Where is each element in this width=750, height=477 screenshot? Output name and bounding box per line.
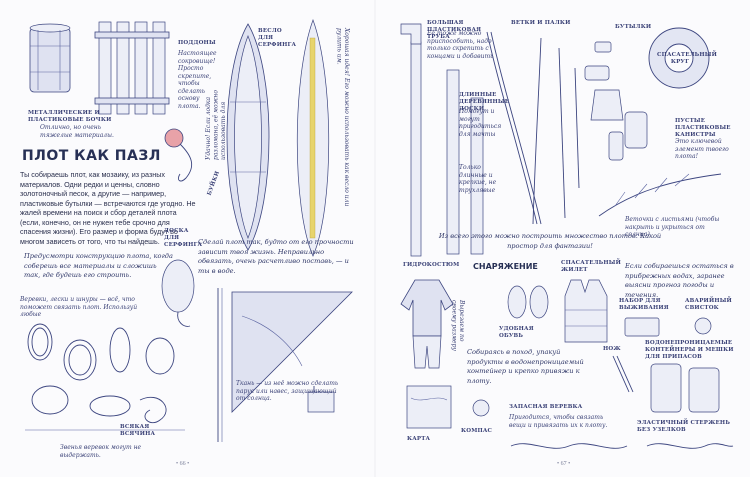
pallet-note: Настоящее сокровище! Просто скрепите, чт… [178, 50, 217, 110]
wetsuit-caption: Гидрокостюм [403, 262, 460, 268]
rope-bottom-illustration [510, 443, 628, 449]
boards-note: Только длинные и крепкие, не трухлявые [459, 164, 497, 194]
bottles-caption: Бутылки [615, 24, 652, 30]
knife-illustration [612, 355, 634, 393]
page-heading: ПЛОТ КАК ПАЗЛ [22, 148, 161, 164]
shoes-caption: Удобная обувь [499, 326, 534, 339]
leaves-illustration [598, 173, 722, 217]
pipe-note: Её тоже можно приспособить, надо только … [427, 30, 494, 60]
planks-illustration [446, 69, 484, 255]
planks-note: Помогут и могут пригодиться для мачты [459, 108, 502, 138]
containers-illustration [650, 363, 720, 413]
gear-heading: СНАРЯЖЕНИЕ [473, 262, 538, 271]
sail-caption: Ткань — из неё можно сделать парус или н… [236, 380, 339, 402]
sticks-title: Ветки и палки [511, 20, 571, 26]
small-items-caption: Всякая всячина [120, 424, 156, 437]
leaves-caption: Веточки с листьями (чтобы накрыть и укры… [625, 216, 720, 238]
knife-caption: Нож [603, 346, 621, 352]
surfboard-illustration [296, 18, 330, 257]
pipe-illustration [400, 23, 422, 257]
planks-caption: Длинные деревянные доски [459, 92, 510, 112]
page-number-left: • 66 • [176, 461, 190, 467]
buoy-illustration [164, 128, 193, 182]
pallet-title: Поддоны [178, 40, 216, 46]
page-number-right: • 67 • [557, 461, 571, 467]
ropes-caption: Веревки, лески и шнуры — всё, что поможе… [20, 296, 138, 318]
life-ring-illustration [648, 27, 710, 89]
ropes-illustration [25, 323, 185, 431]
compass-caption: Компас [461, 428, 493, 434]
barrel-illustration [29, 23, 71, 93]
compass-illustration [472, 399, 490, 417]
barrel-note: Отлично, но очень тяжелые материалы. [40, 124, 114, 139]
ropes-paragraph: Предусмотри конструкцию плота, когда соб… [24, 252, 173, 280]
right-page: Большая пластиковая труба Её тоже можно … [375, 0, 750, 477]
rope-bottom-note: Пригодится, чтобы связать вещи и привяза… [509, 414, 608, 429]
center-paragraph: Из всего этого можно построить множество… [438, 232, 662, 250]
map-caption: Карта [407, 436, 431, 442]
barrel-caption: Металлические или пластиковые бочки [28, 110, 112, 123]
vest-caption: Спасательный жилет [561, 260, 621, 273]
cord-illustration [646, 443, 734, 449]
map-illustration [406, 385, 452, 429]
bottles-illustration [584, 41, 648, 161]
pack-paragraph: Собираясь в поход, упакуй продукты в вод… [467, 348, 584, 385]
gutter [374, 0, 376, 477]
wetsuit-illustration [400, 279, 454, 369]
sail-illustration [217, 288, 353, 442]
wetsuit-note: Вырезаем по своему размеру [450, 300, 466, 351]
canisters-note: Это ключевой элемент твоего плота! [675, 138, 729, 160]
canisters-caption: Пустые пластиковые канистры [675, 118, 731, 138]
canoe-hint: Удачно! Если лодка разломана, её можно и… [205, 90, 227, 160]
sticks-illustration [486, 31, 580, 225]
canoe-illustration [226, 23, 270, 251]
bag-illustration [161, 259, 195, 327]
containers-caption: Водонепроницаемые контейнеры и мешки для… [645, 340, 734, 360]
canoe-title: Весло для серфинга [258, 28, 297, 48]
board-note: Хорошая идея! Его можно использовать как… [335, 28, 351, 207]
first-aid-illustration [624, 317, 660, 337]
board2-title: Доска для серфинга [164, 228, 203, 248]
pipe-caption: Большая пластиковая труба [427, 20, 482, 40]
left-page: Металлические или пластиковые бочки Отли… [20, 18, 354, 467]
bottom-note: Звенья веревок могут не выдержать. [60, 444, 142, 459]
rope-bottom-caption: Запасная веревка [509, 404, 583, 410]
ring-caption: Спасательный круг [657, 52, 717, 65]
first-aid-caption: Набор для выживания [619, 298, 669, 311]
vest-illustration [564, 279, 608, 343]
whistle-caption: Аварийный свисток [685, 298, 732, 311]
advice-paragraph: Если собираешься остаться в прибрежных в… [625, 262, 734, 299]
cord-caption: Эластичный стержень без узелков [637, 420, 731, 433]
whistle-illustration [694, 317, 712, 335]
intro-paragraph: Ты собираешь плот, как мозаику, из разны… [20, 170, 196, 247]
shoes-illustration [507, 285, 549, 319]
pallet-illustration [94, 21, 170, 115]
sail-paragraph: Сделай плот так, будто от его прочности … [198, 238, 354, 275]
